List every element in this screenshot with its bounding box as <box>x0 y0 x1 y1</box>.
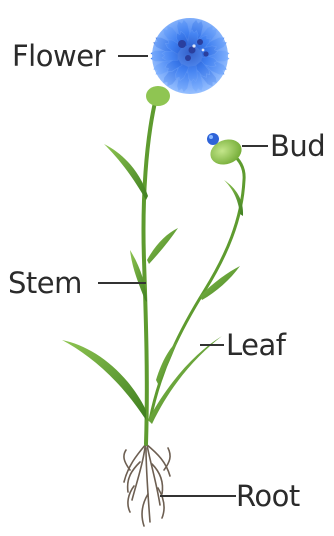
main-stem <box>144 98 157 444</box>
leaf-lower-left <box>62 340 146 420</box>
leaf-side-upper <box>224 180 243 216</box>
label-stem: Stem <box>8 266 82 300</box>
label-bud: Bud <box>270 129 325 163</box>
flower-head <box>150 18 230 94</box>
roots <box>124 440 170 526</box>
label-flower: Flower <box>12 39 106 73</box>
leaf-upper-left <box>104 144 148 200</box>
leaf-side-lower <box>200 266 240 300</box>
leaves <box>62 144 243 424</box>
label-root: Root <box>236 479 300 513</box>
label-leaf: Leaf <box>226 328 287 362</box>
side-stem <box>150 154 244 420</box>
leaf-mid-right <box>147 228 178 264</box>
leader-lines <box>98 56 268 496</box>
flower-calyx <box>146 86 170 106</box>
leaf-side-small <box>156 340 178 384</box>
